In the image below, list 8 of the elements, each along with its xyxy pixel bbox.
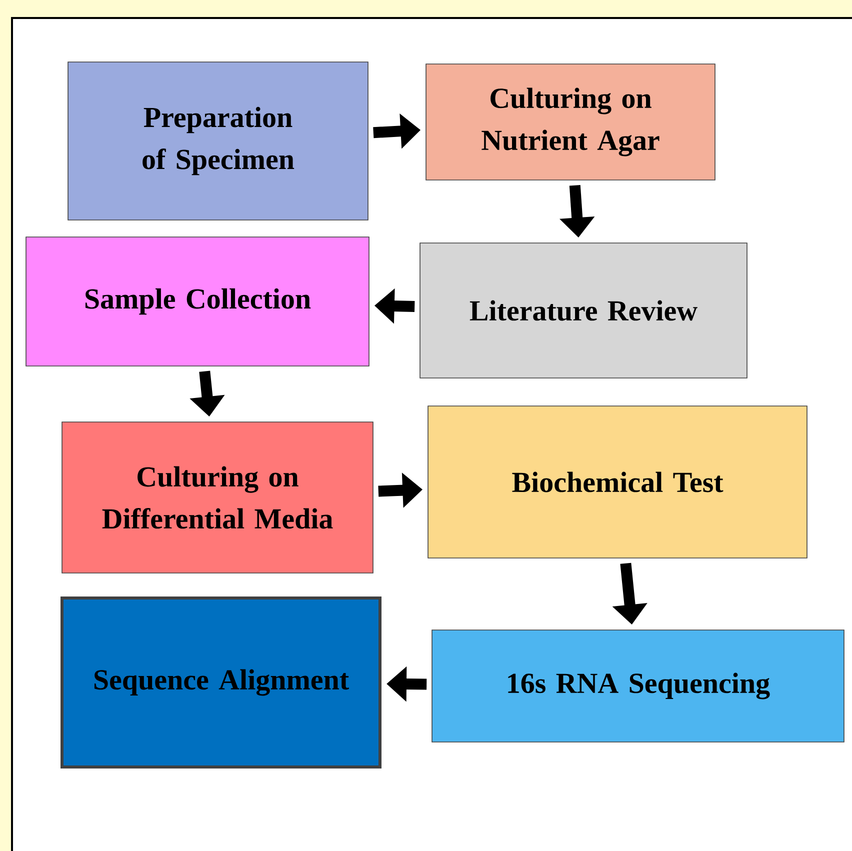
process-box: Preparation of Specimen xyxy=(68,62,368,220)
process-box: Literature Review xyxy=(420,242,748,378)
process-box: Culturing on Differential Media xyxy=(62,422,374,574)
process-box: Sequence Alignment xyxy=(60,596,382,768)
process-box: Sample Collection xyxy=(26,236,370,366)
process-box: Biochemical Test xyxy=(428,406,808,558)
process-box: Culturing on Nutrient Agar xyxy=(426,64,716,180)
process-box: 16s RNA Sequencing xyxy=(432,630,844,742)
